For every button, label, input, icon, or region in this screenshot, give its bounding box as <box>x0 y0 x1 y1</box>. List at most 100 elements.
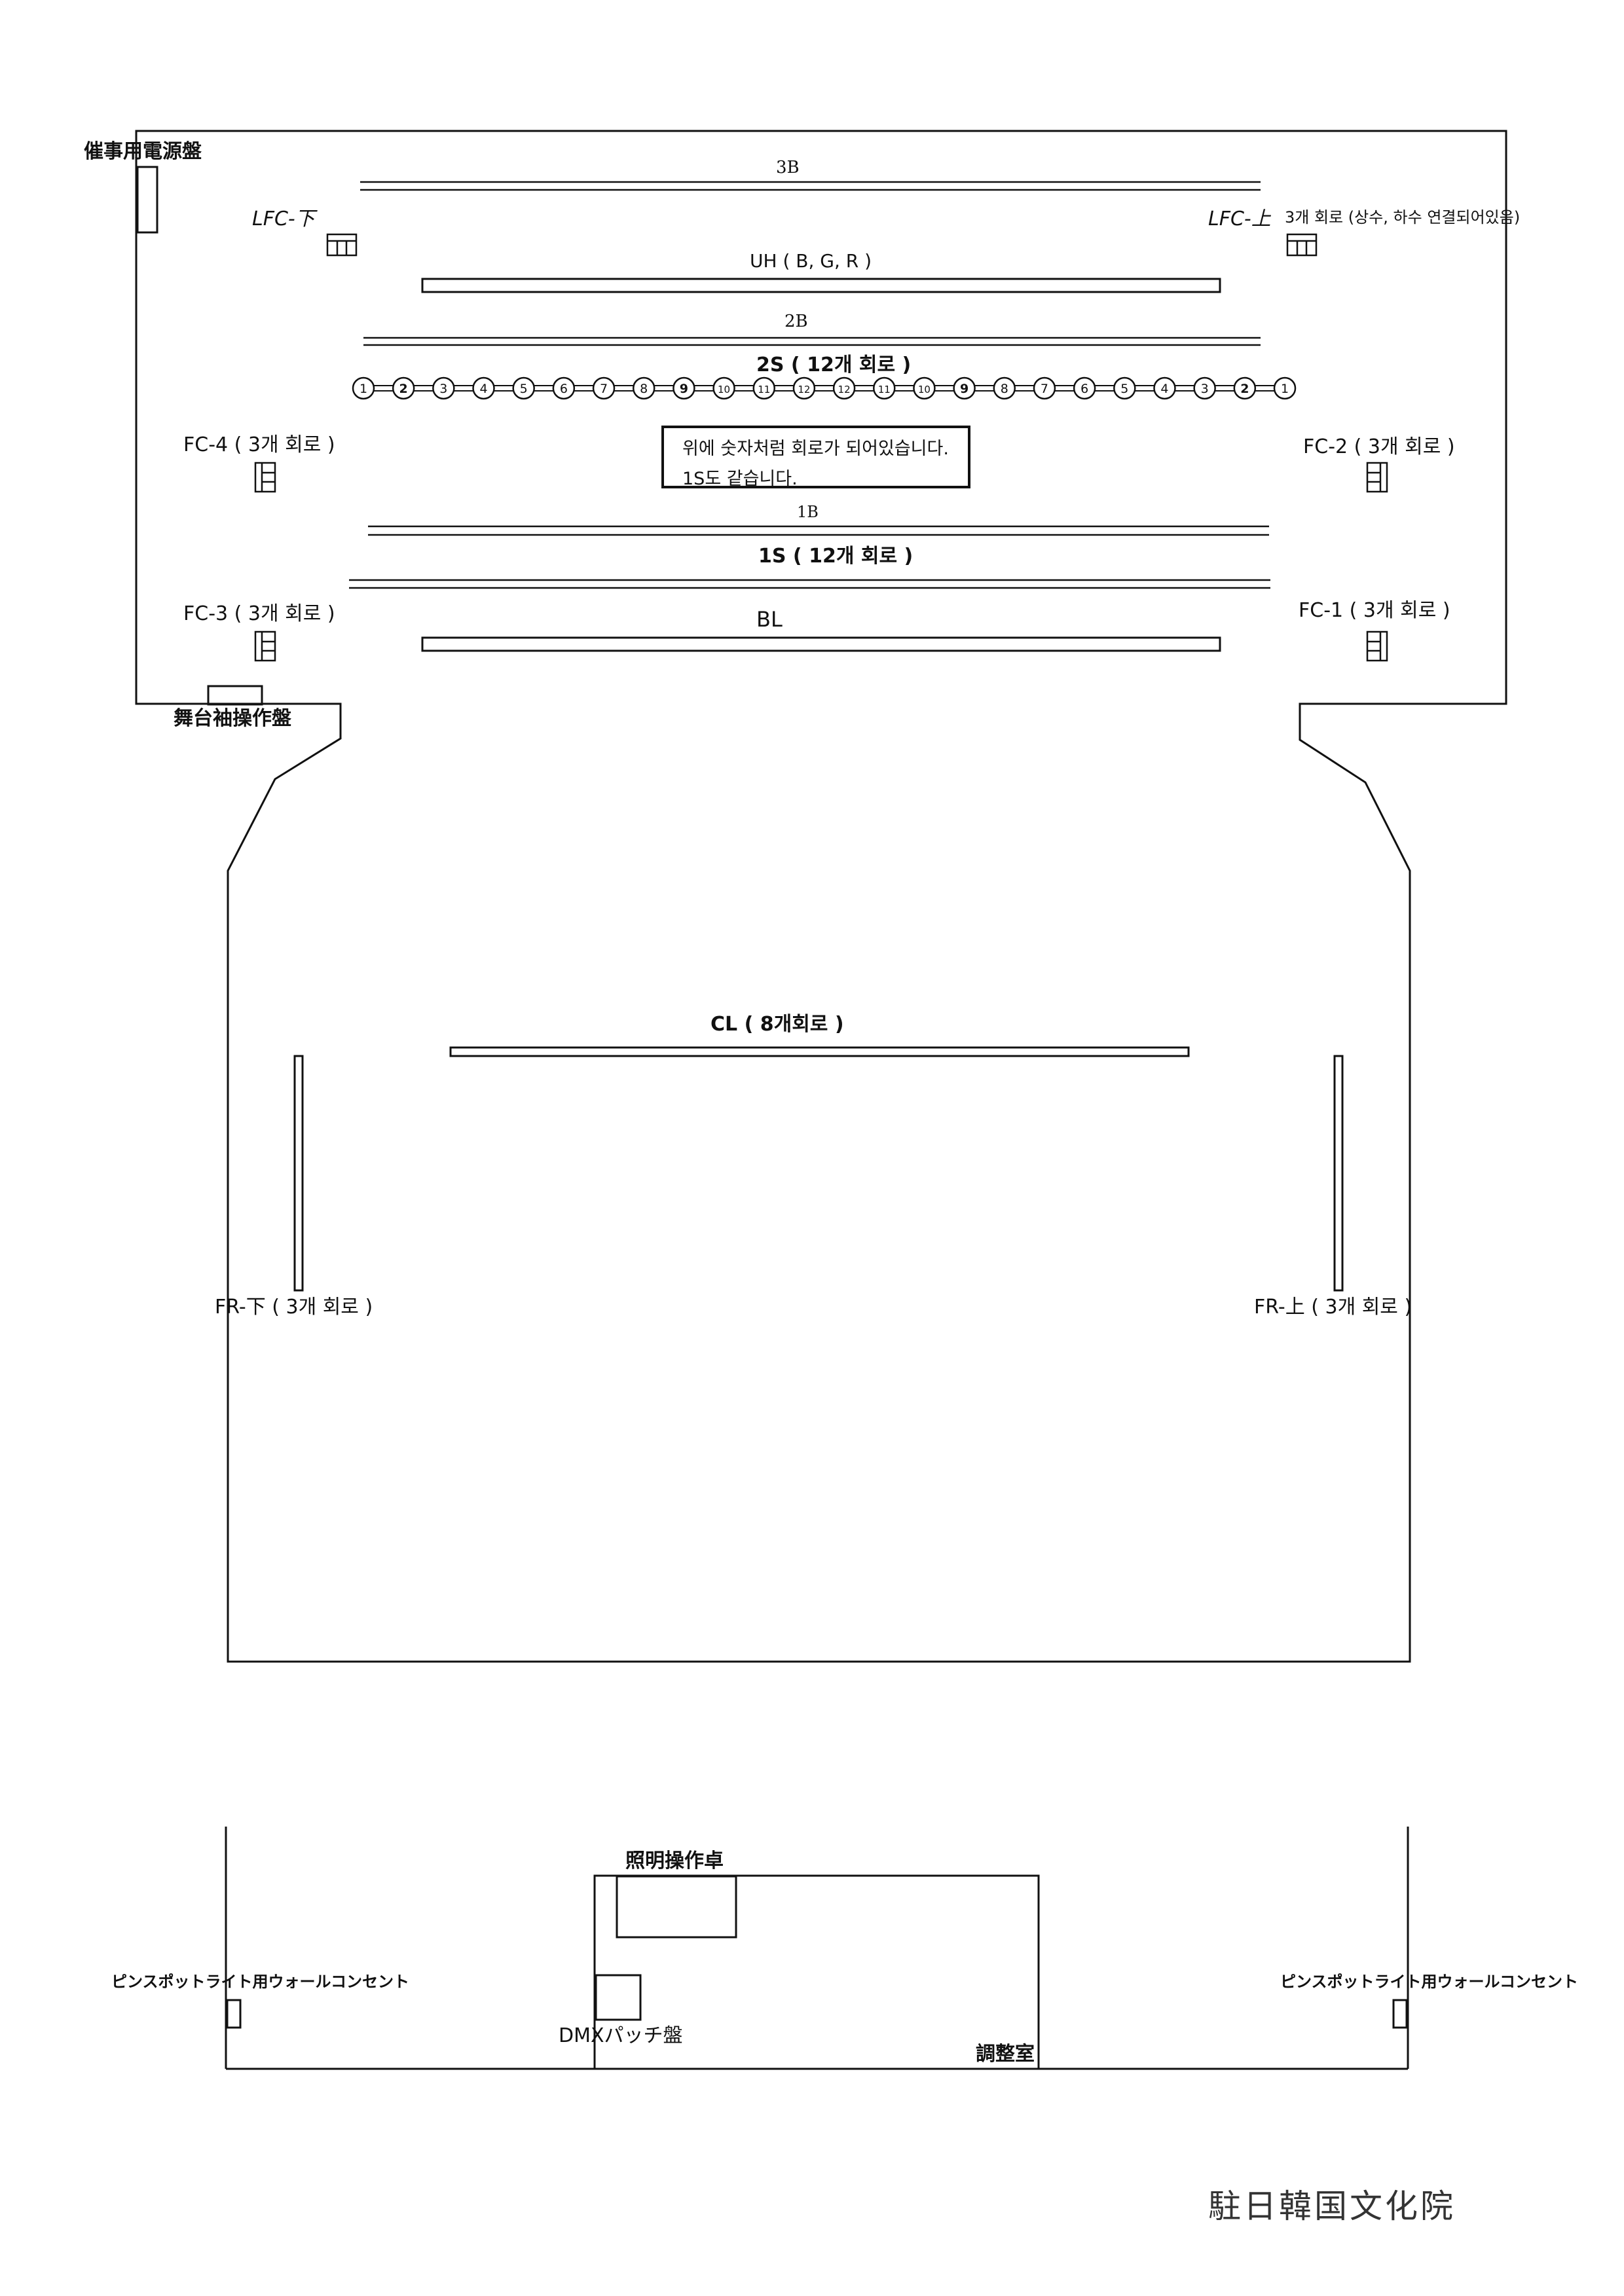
circuit-circle <box>832 376 856 400</box>
circuit-number: 10 <box>718 384 730 395</box>
batten-2s-label: 2S ( 12개 회로 ) <box>756 354 912 376</box>
circuit-circle <box>352 376 375 400</box>
circuit-number: 2 <box>399 382 408 396</box>
fc4-label: FC-4 ( 3개 회로 ) <box>183 433 335 456</box>
batten-uh-label: UH ( B, G, R ) <box>750 250 872 272</box>
circuit-circle <box>873 376 896 400</box>
wall-outlet-left-label: ピンスポットライト用ウォールコンセント <box>111 1973 410 1991</box>
circuit-number: 11 <box>758 384 770 395</box>
circuit-number: 3 <box>439 382 447 396</box>
circuit-number: 6 <box>1080 382 1088 396</box>
circuit-number: 5 <box>1120 382 1128 396</box>
circuit-circle <box>1033 376 1056 400</box>
circuit-circle <box>632 376 655 400</box>
circuit-circle <box>953 376 976 400</box>
circuit-circle <box>752 376 775 400</box>
batten-cl-label: CL ( 8개회로 ) <box>710 1013 844 1036</box>
circuit-circle <box>1233 376 1257 400</box>
note-line-1: 위에 숫자처럼 회로가 되어있습니다. <box>682 439 949 459</box>
circuit-circle <box>673 376 695 400</box>
power-panel-label: 催事用電源盤 <box>84 140 202 163</box>
circuit-number: 12 <box>838 384 851 395</box>
batten-bl <box>421 636 1221 652</box>
signature-text: 駐日韓国文化院 <box>1208 2187 1456 2225</box>
circuit-number: 9 <box>680 382 688 396</box>
circuit-number: 1 <box>360 382 367 396</box>
circuit-number: 10 <box>918 384 931 395</box>
circuit-number: 8 <box>1001 382 1008 396</box>
circuit-circle <box>913 376 936 400</box>
circuit-circle <box>1193 376 1216 400</box>
circuit-circle <box>472 376 495 400</box>
circuit-number: 1 <box>1281 382 1289 396</box>
lfc-lower-label: LFC-下 <box>252 208 315 230</box>
fc2-outlet <box>1366 462 1388 493</box>
stage-outline <box>135 130 1507 1663</box>
circuit-number: 5 <box>520 382 528 396</box>
batten-1b-label: 1B <box>797 503 819 521</box>
circuit-number: 4 <box>1160 382 1168 396</box>
lfc-lower-outlet <box>326 233 358 257</box>
control-room-label: 調整室 <box>976 2043 1035 2066</box>
batten-1s-label: 1S ( 12개 회로 ) <box>758 545 913 568</box>
fc1-outlet <box>1366 630 1388 662</box>
batten-1b <box>368 525 1269 536</box>
circuit-number: 11 <box>878 384 891 395</box>
wall-outlet-right-label: ピンスポットライト用ウォールコンセント <box>1280 1973 1579 1991</box>
batten-1s <box>349 579 1270 589</box>
circuit-number: 3 <box>1201 382 1209 396</box>
circuit-number: 7 <box>1041 382 1048 396</box>
lfc-upper-note: 3개 회로 (상수, 하수 연결되어있음) <box>1285 208 1521 227</box>
circuit-circle <box>1113 376 1136 400</box>
fr-upper-label: FR-上 ( 3개 회로 ) <box>1254 1296 1412 1319</box>
circuit-number: 6 <box>560 382 568 396</box>
stage-panel-box <box>207 685 263 706</box>
circuit-circle <box>993 376 1016 400</box>
circuit-number: 9 <box>960 382 969 396</box>
circuit-number: 7 <box>600 382 608 396</box>
circuit-number: 4 <box>479 382 487 396</box>
batten-cl <box>449 1046 1190 1057</box>
circuit-note-box: 위에 숫자처럼 회로가 되어있습니다. 1S도 같습니다. <box>661 426 970 489</box>
batten-3b-label: 3B <box>776 158 800 177</box>
dmx-patch-label: DMXパッチ盤 <box>559 2024 683 2047</box>
control-room <box>225 1827 1409 2070</box>
wall-outlet-right-box <box>1392 1999 1408 2029</box>
fr-lower-label: FR-下 ( 3개 회로 ) <box>215 1296 373 1319</box>
circuit-circle <box>512 376 535 400</box>
fc1-label: FC-1 ( 3개 회로 ) <box>1299 599 1450 622</box>
console-box <box>616 1875 737 1939</box>
batten-3b <box>360 181 1261 191</box>
fc3-outlet <box>254 630 276 662</box>
stage-panel-label: 舞台袖操作盤 <box>174 707 291 730</box>
fc3-label: FC-3 ( 3개 회로 ) <box>183 602 335 625</box>
batten-bl-label: BL <box>756 607 783 632</box>
dmx-patch-box <box>595 1974 642 2021</box>
batten-uh <box>421 278 1221 293</box>
power-panel-box <box>136 166 158 234</box>
circuit-circle <box>432 376 455 400</box>
circuit-number: 8 <box>640 382 648 396</box>
fc2-label: FC-2 ( 3개 회로 ) <box>1303 435 1455 458</box>
lfc-upper-label: LFC-上 <box>1208 208 1271 230</box>
circuit-circle <box>1273 376 1297 400</box>
lfc-upper-outlet <box>1286 233 1318 257</box>
batten-2b-label: 2B <box>784 312 808 331</box>
note-line-2: 1S도 같습니다. <box>682 469 798 489</box>
circuit-circle <box>592 376 616 400</box>
console-label: 照明操作卓 <box>625 1850 724 1872</box>
batten-2b <box>363 337 1261 346</box>
batten-fr-lower <box>293 1055 304 1292</box>
circuit-circle <box>792 376 816 400</box>
circuit-circle <box>1073 376 1096 400</box>
circuit-circle <box>712 376 735 400</box>
circuit-circle <box>392 376 415 400</box>
fc4-outlet <box>254 462 276 493</box>
circuit-circle <box>1153 376 1176 400</box>
wall-outlet-left-box <box>226 1999 242 2029</box>
batten-fr-upper <box>1333 1055 1344 1292</box>
circuit-number: 2 <box>1240 382 1249 396</box>
circuit-circle <box>552 376 576 400</box>
